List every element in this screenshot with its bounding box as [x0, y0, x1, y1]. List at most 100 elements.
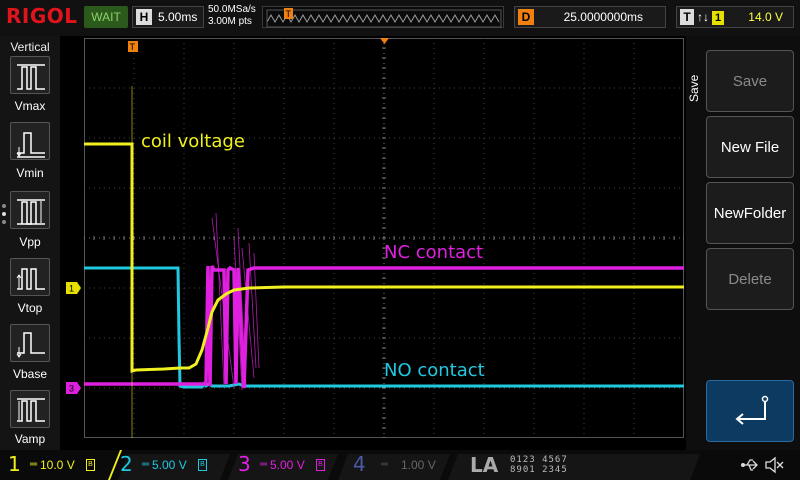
dc-coupling-icon: ═ [142, 459, 150, 470]
memory-depth: 3.00M pts [208, 16, 252, 27]
ch1-scale: 10.0 V [40, 458, 75, 472]
ch3-noise [241, 247, 255, 379]
measurement-category-title: Vertical [10, 40, 50, 54]
trigger-position-letter: T [130, 42, 136, 52]
channel-tab-backgrounds [0, 450, 700, 480]
vtop-measure-button[interactable] [10, 258, 50, 296]
save-softkey[interactable]: Save [706, 50, 794, 112]
bw-limit-icon: B [86, 459, 95, 471]
bw-limit-icon: B [198, 459, 207, 471]
ch3-status-tab[interactable]: 3 ═ 5.00 V B [230, 450, 340, 480]
trigger-level: 14.0 V [748, 10, 783, 24]
logic-channel-indicator: 0123 4567 8901 2345 [510, 455, 600, 475]
horizontal-center-marker [380, 38, 389, 44]
ch2-number: 2 [120, 452, 133, 476]
delay-letter: D [518, 9, 534, 25]
graticule [83, 37, 685, 439]
vpp-icon [17, 199, 45, 225]
brand-logo: RIGOL [6, 4, 78, 28]
new-folder-softkey-label: NewFolder [713, 205, 787, 222]
sample-rate: 50.0MSa/s [208, 4, 256, 15]
trigger-letter: T [680, 9, 694, 25]
ch3-offset-marker[interactable]: 3 [66, 382, 82, 394]
ch3-noise [248, 242, 257, 369]
dc-coupling-icon: ═ [381, 459, 389, 470]
trigger-position-marker[interactable]: T [126, 40, 142, 54]
ch1-offset-marker[interactable]: 1 [66, 282, 82, 294]
return-softkey[interactable] [706, 380, 794, 442]
vpp-label: Vpp [19, 235, 41, 249]
vmax-label: Vmax [14, 99, 46, 113]
new-file-softkey[interactable]: New File [706, 116, 794, 178]
ch3-scale: 5.00 V [270, 458, 305, 472]
channel-status-bar: 1 ═ 10.0 V B 2 ═ 5.00 V B 3 ═ 5.00 V B 4… [0, 450, 800, 480]
delay-display[interactable]: D 25.0000000ms [514, 6, 666, 28]
vmax-measure-button[interactable] [10, 56, 50, 94]
vbase-measure-button[interactable] [10, 324, 50, 362]
ch3-number: 3 [238, 452, 251, 476]
new-folder-softkey[interactable]: NewFolder [706, 182, 794, 244]
nc-contact-label: NC contact [384, 242, 484, 263]
delete-softkey-label: Delete [728, 271, 772, 288]
ch1-marker-label: 1 [69, 284, 74, 294]
trigger-display[interactable]: T↑↓1 14.0 V [676, 6, 794, 28]
logic-channels-row2: 8901 2345 [510, 465, 568, 475]
trigger-source: 1 [712, 11, 724, 25]
timebase-value: 5.00ms [158, 10, 198, 24]
save-menu-panel: Save Save New File NewFolder Delete [686, 36, 800, 450]
ch1-number: 1 [8, 452, 21, 476]
ch3-noise [211, 217, 235, 389]
ch4-number: 4 [353, 452, 366, 476]
dc-coupling-icon: ═ [30, 459, 38, 470]
return-arrow-icon [735, 395, 769, 425]
ch3-noise [253, 252, 260, 369]
vamp-icon [17, 398, 45, 422]
vtop-label: Vtop [17, 301, 43, 315]
ch3-waveform [84, 265, 684, 389]
measurement-panel: Vertical Vmax Vmin Vpp Vtop [0, 36, 60, 450]
ch4-scale: 1.00 V [401, 458, 436, 472]
new-file-softkey-label: New File [720, 139, 780, 156]
logic-analyzer-label[interactable]: LA [470, 453, 499, 477]
acquisition-info: 50.0MSa/s 3.00M pts [208, 4, 256, 28]
delay-value: 25.0000000ms [563, 10, 643, 24]
top-status-bar: RIGOL WAIT H 5.00ms 50.0MSa/s 3.00M pts T… [0, 0, 800, 36]
ch3-marker-label: 3 [69, 384, 74, 394]
logic-channels-row1: 0123 4567 [510, 455, 568, 465]
memory-overview[interactable]: T [262, 6, 504, 28]
vmin-icon [16, 132, 45, 158]
ch1-status-tab[interactable]: 1 ═ 10.0 V B [0, 450, 110, 480]
memory-overview-waveform: T [266, 8, 502, 28]
ch1-waveform [84, 142, 684, 373]
vmax-icon [17, 64, 45, 90]
menu-title: Save [687, 74, 701, 102]
ch3-noise [237, 227, 247, 387]
vamp-label: Vamp [14, 432, 46, 446]
vpp-measure-button[interactable] [10, 191, 50, 229]
usb-icon [741, 459, 758, 471]
vbase-label: Vbase [12, 367, 48, 381]
vamp-measure-button[interactable] [10, 390, 50, 428]
vtop-icon [16, 268, 45, 290]
ch4-status-tab[interactable]: 4 ═ 1.00 V [345, 450, 455, 480]
memory-trigger-marker [284, 8, 293, 19]
timebase-letter: H [136, 9, 152, 25]
ch2-scale: 5.00 V [152, 458, 187, 472]
dc-coupling-icon: ═ [260, 459, 268, 470]
waveform-display[interactable]: coil voltage NC contact NO contact [83, 37, 685, 439]
vmin-label: Vmin [16, 166, 44, 180]
memory-trigger-letter: T [286, 9, 292, 19]
no-contact-label: NO contact [384, 360, 485, 381]
ch2-status-tab[interactable]: 2 ═ 5.00 V B [112, 450, 222, 480]
timebase-display[interactable]: H 5.00ms [132, 6, 204, 28]
trigger-edge-icon: ↑↓ [697, 10, 709, 24]
vbase-icon [16, 332, 45, 358]
vmin-measure-button[interactable] [10, 122, 50, 160]
ch3-noise [233, 237, 243, 391]
delete-softkey[interactable]: Delete [706, 248, 794, 310]
run-status-badge[interactable]: WAIT [84, 6, 128, 28]
page-indicator[interactable] [2, 204, 8, 228]
speaker-muted-icon[interactable] [764, 456, 786, 474]
coil-voltage-label: coil voltage [141, 131, 245, 152]
bw-limit-icon: B [316, 459, 325, 471]
